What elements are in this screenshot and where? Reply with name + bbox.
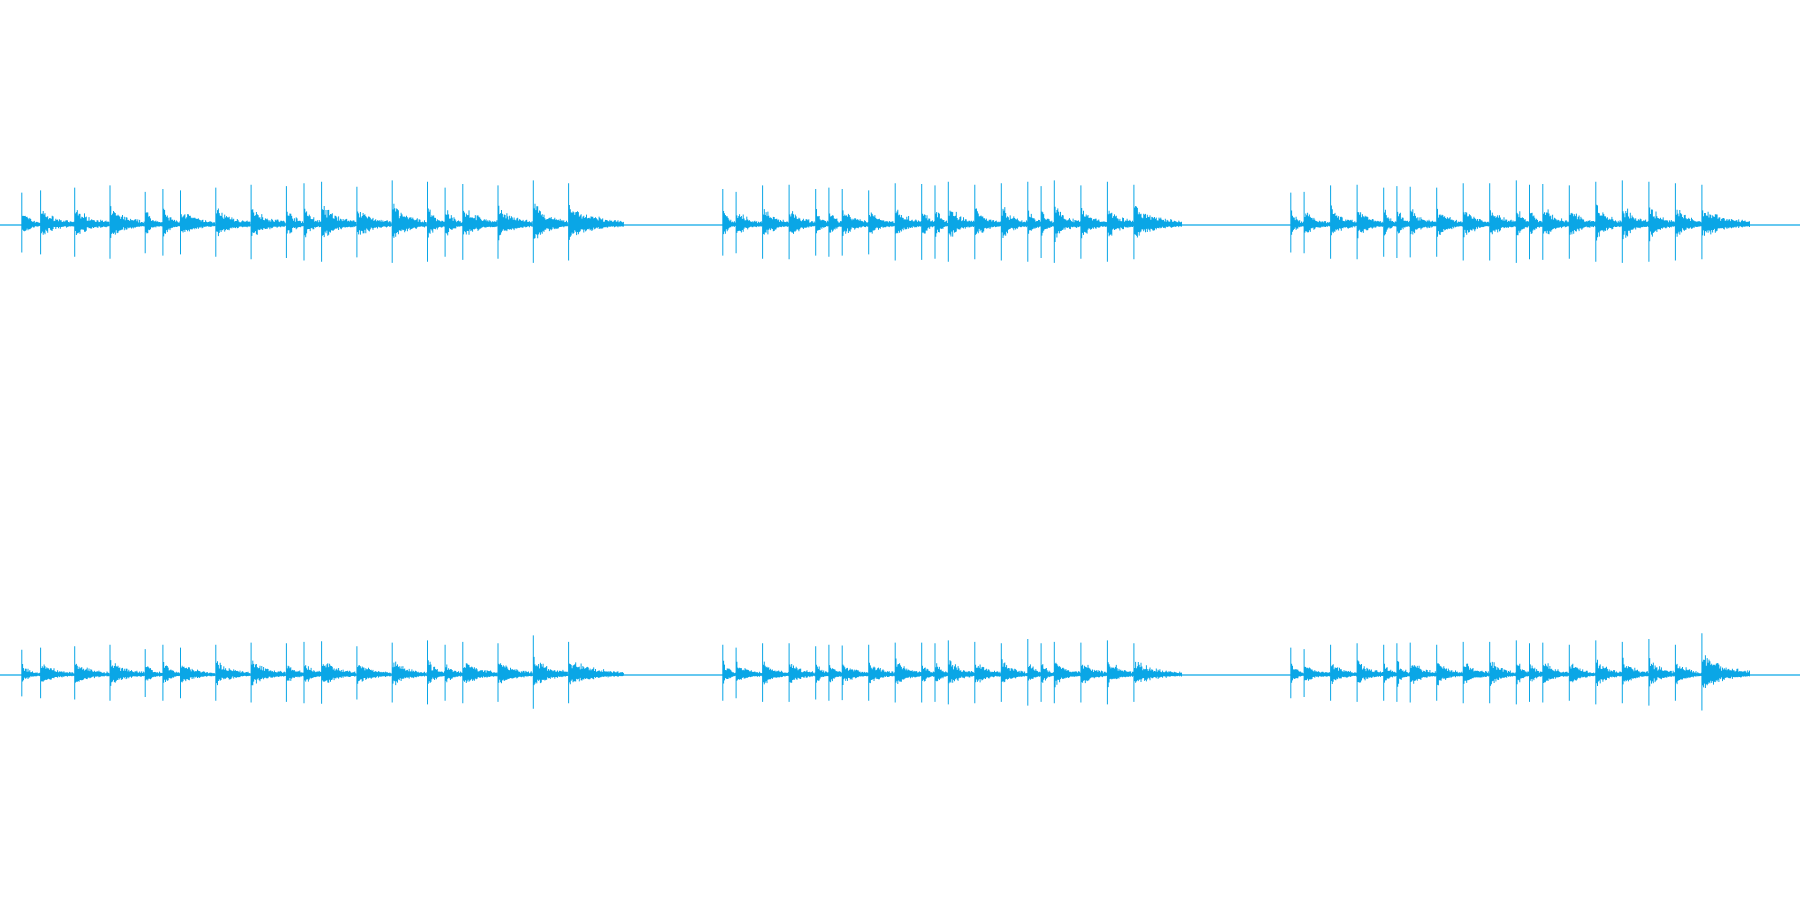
channel-1-burst-1 [21,180,624,263]
channel-2-burst-1 [21,635,624,709]
channel-2-waveform[interactable] [0,633,1800,711]
channel-2-burst-1-samples [21,635,624,709]
channel-2-burst-2 [722,639,1182,706]
channel-1-burst-3 [1290,180,1750,263]
channel-2-burst-3-samples [1290,633,1750,711]
channel-1-burst-1-samples [21,180,624,263]
channel-1-burst-3-samples [1290,180,1750,263]
channel-1-waveform[interactable] [0,180,1800,263]
channel-1-burst-2-samples [722,180,1182,263]
channel-1-burst-2 [722,180,1182,263]
channel-2-burst-2-samples [722,639,1182,706]
channel-2-burst-3 [1290,633,1750,711]
